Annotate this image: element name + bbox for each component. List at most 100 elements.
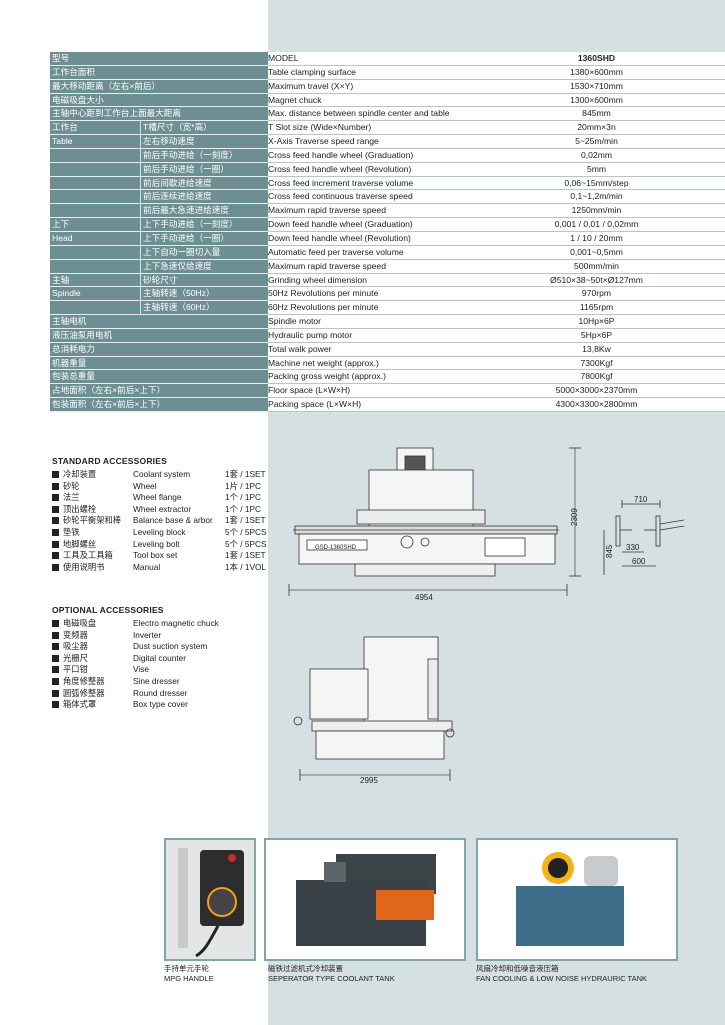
accessory-en: Leveling bolt (133, 538, 180, 549)
mpg-handle-caption: 手持单元手轮 MPG HANDLE (164, 964, 214, 983)
accessory-en: Balance base & arbor (133, 515, 213, 526)
bullet-square-icon (52, 552, 59, 560)
spec-row-cn: 上下自动一圈切入量 (50, 245, 268, 260)
bullet-square-icon (52, 666, 59, 674)
accessory-cn: 箱体式罩 (63, 699, 97, 710)
bullet-square-icon (52, 654, 59, 662)
bullet-square-icon (52, 701, 59, 709)
accessory-qty: 1片 / 1PC (225, 480, 261, 491)
bullet-square-icon (52, 643, 59, 651)
mpg-handle-caption-en: MPG HANDLE (164, 973, 214, 983)
accessory-en: Wheel extractor (133, 503, 192, 514)
accessory-cn: 地脚螺丝 (63, 538, 97, 549)
spec-row-cn: 包装面积（左右×前后×上下） (50, 398, 268, 412)
spec-row-cn-group: 包装总重量 (52, 371, 95, 382)
spec-row-value: 7800Kgf (478, 370, 725, 385)
spec-row-en: Cross feed increment traverse volume (268, 176, 478, 191)
spec-row-cn-group: 占地面积（左右×前后×上下） (52, 385, 166, 396)
accessory-qty: 1套 / 1SET (225, 515, 266, 526)
spec-row-value: 0,06~15mm/step (478, 176, 725, 191)
spec-row-cn-item: 前后手动进给（一刻度） (140, 148, 268, 162)
accessory-cn: 变频器 (63, 629, 88, 640)
spec-row-en: Cross feed handle wheel (Revolution) (268, 162, 478, 177)
coolant-tank-caption-cn: 磁铁过滤机式冷却装置 (268, 964, 343, 973)
accessory-en: Box type cover (133, 699, 188, 710)
spec-row: 包装面积（左右×前后×上下）Packing space (L×W×H)4300×… (50, 398, 725, 412)
spec-row-en: X-Axis Traverse speed range (268, 135, 478, 149)
spec-row: 前后手动进给（一圈）Cross feed handle wheel (Revol… (50, 162, 725, 177)
accessory-en: Sine dresser (133, 675, 180, 686)
spec-header-model: 1360SHD (478, 52, 725, 66)
accessory-qty: 1个 / 1PC (225, 492, 261, 503)
bullet-square-icon (52, 505, 59, 513)
optional-accessories-title: OPTIONAL ACCESSORIES (52, 605, 164, 615)
spec-row-en: Automatic feed per traverse volume (268, 245, 478, 260)
spec-row-cn-group: 工作台 (52, 122, 78, 133)
spec-row-cn-group: 主轴中心距到工作台上面最大距离 (52, 108, 181, 119)
accessory-cn: 顶出螺栓 (63, 503, 97, 514)
spec-row-value: 4300×3300×2800mm (478, 398, 725, 412)
accessory-cn: 吸尘器 (63, 641, 88, 652)
bullet-square-icon (52, 620, 59, 627)
spec-row-cn-item: 上下自动一圈切入量 (140, 245, 268, 259)
spec-row-en: Maximum rapid traverse speed (268, 204, 478, 219)
spec-row: 最大移动距离（左右×前后）Maximum travel (X×Y)1530×71… (50, 79, 725, 94)
spec-row-en: Hydraulic pump motor (268, 328, 478, 343)
spec-row-cn-group: 上下 (52, 219, 70, 230)
spec-row-cn: 主轴中心距到工作台上面最大距离 (50, 107, 268, 122)
spec-row-cn: 前后连续进给速度 (50, 190, 268, 205)
front-view-model-label: GSD-1360SHD (315, 545, 357, 551)
spec-row-en: T Slot size (Wide×Number) (268, 121, 478, 136)
spec-row-en: Machine net weight (approx.) (268, 356, 478, 371)
spec-row-cn-group (52, 204, 140, 217)
spec-row-en: Cross feed continuous traverse speed (268, 190, 478, 205)
spec-row-cn-group (52, 246, 140, 259)
spec-row-cn: 主轴电机 (50, 315, 268, 329)
spec-row-en: Packing gross weight (approx.) (268, 370, 478, 385)
spec-row-value: 13,8Kw (478, 342, 725, 357)
spec-row: 上下上下手动进给（一刻度）Down feed handle wheel (Gra… (50, 218, 725, 232)
spec-row-cn-item: 左右移动速度 (140, 135, 268, 148)
spec-row-value: 970rpm (478, 287, 725, 302)
spec-row-cn-group: 机器重量 (52, 357, 87, 368)
bullet-square-icon (52, 677, 59, 685)
spec-row-en: Cross feed handle wheel (Graduation) (268, 148, 478, 163)
spec-row-cn-group: 电磁吸盘大小 (52, 94, 104, 105)
accessory-qty: 5个 / 5PCS (225, 526, 267, 537)
side-view-dim-330: 330 (626, 543, 640, 552)
spec-row-value: 0,1~1,2m/min (478, 190, 725, 205)
accessory-cn: 光栅尺 (63, 652, 88, 663)
spec-row-cn-group: 工作台面积 (52, 66, 95, 77)
spec-row-value: 500mm/min (478, 259, 725, 274)
mpg-handle-caption-cn: 手持单元手轮 (164, 964, 209, 973)
spec-row-en: Table clamping surface (268, 65, 478, 80)
spec-row-en: Spindle motor (268, 315, 478, 329)
spec-row-cn-group: 总消耗电力 (52, 343, 95, 354)
spec-row-value: 0,001 / 0,01 / 0,02mm (478, 218, 725, 232)
spec-row-cn-item: 前后最大急速进给速度 (140, 204, 268, 218)
spec-row-en: 60Hz Revolutions per minute (268, 301, 478, 316)
spec-row-cn-group: 包装面积（左右×前后×上下） (52, 399, 166, 410)
accessory-qty: 5个 / 5PCS (225, 538, 267, 549)
spec-row-cn: 工作台面积 (50, 65, 268, 80)
spec-row-en: Maximum travel (X×Y) (268, 79, 478, 94)
spec-row-cn: 机器重量 (50, 356, 268, 371)
spec-row-cn: 液压油泵用电机 (50, 328, 268, 343)
spec-row-cn-group: 液压油泵用电机 (52, 329, 113, 340)
